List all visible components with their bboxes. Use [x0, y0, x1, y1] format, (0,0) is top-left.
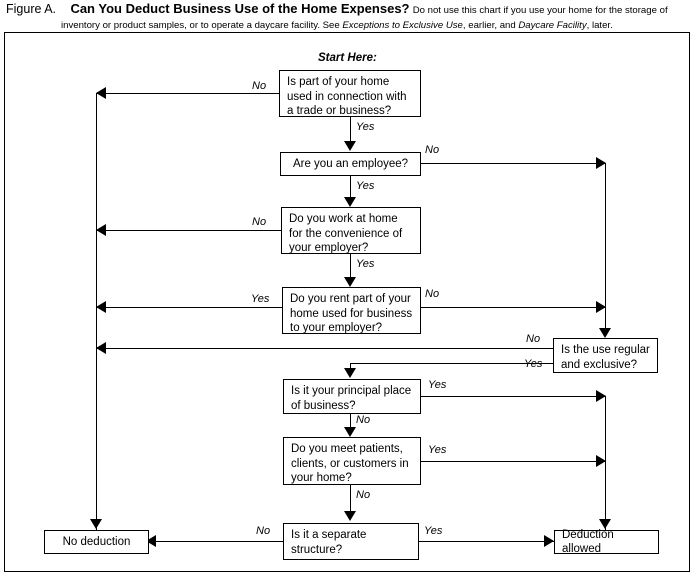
edge-q6-no-line [350, 414, 351, 428]
label-q6-no: No [356, 414, 371, 426]
node-q4-rent-part-of-home-to-employer[interactable]: Do you rent part of your home used for b… [282, 287, 421, 334]
edge-q4-no-to-right-spine [421, 307, 606, 308]
edge-q8-yes-to-deduction-allowed [419, 541, 554, 542]
edge-q4-yes-arrowhead [96, 301, 106, 313]
edge-q7-yes-arrowhead [596, 455, 606, 467]
label-q2-yes: Yes [356, 180, 375, 192]
figure-caption: Figure A. Can You Deduct Business Use of… [6, 2, 694, 32]
edge-q1-yes-arrowhead [344, 141, 356, 151]
edge-q1-no-arrowhead [96, 87, 106, 99]
edge-q6-yes-arrowhead [596, 390, 606, 402]
label-q1-yes: Yes [356, 121, 375, 133]
edge-q8-yes-arrowhead [544, 535, 554, 547]
edge-q3-yes-arrowhead [344, 277, 356, 287]
node-q5-regular-and-exclusive-use[interactable]: Is the use regular and exclusive? [553, 338, 658, 373]
node-q1-home-used-for-trade-business[interactable]: Is part of your home used in connection … [279, 70, 421, 117]
edge-q1-no-to-left-spine [96, 93, 279, 94]
edge-q4-yes-to-left-spine [96, 307, 282, 308]
note-ref-daycare: Daycare Facility [518, 19, 587, 31]
edge-q7-no-line [350, 485, 351, 512]
label-q1-no: No [252, 80, 267, 92]
edge-q5-no-arrowhead [96, 342, 106, 354]
label-q5-no: No [526, 333, 541, 345]
edge-q2-yes-line [350, 176, 351, 199]
edge-q8-no-to-no-deduction [149, 541, 283, 542]
label-q2-no: No [425, 144, 440, 156]
edge-q2-no-arrowhead [596, 157, 606, 169]
label-q6-yes: Yes [428, 379, 447, 391]
edge-q7-yes-to-right-spine [421, 461, 606, 462]
start-here-label: Start Here: [318, 52, 377, 64]
label-q3-no: No [252, 216, 267, 228]
label-q7-yes: Yes [428, 444, 447, 456]
edge-q2-yes-arrowhead [344, 197, 356, 207]
note-ref-exceptions: Exceptions to Exclusive Use [342, 19, 463, 31]
right-spine-lower-arrowhead-down [599, 519, 611, 529]
figure-note-line2: inventory or product samples, or to oper… [61, 19, 694, 33]
edge-q6-no-arrowhead [344, 427, 356, 437]
edge-q4-no-arrowhead [596, 301, 606, 313]
edge-q3-yes-line [350, 254, 351, 278]
note-text-c: , later. [586, 19, 613, 31]
node-outcome-deduction-allowed[interactable]: Deduction allowed [554, 529, 659, 555]
label-q4-yes: Yes [251, 293, 270, 305]
figure-label: Figure A. [6, 2, 57, 16]
node-q2-are-you-an-employee[interactable]: Are you an employee? [280, 152, 421, 176]
figure-note-line1: Do not use this chart if you use your ho… [412, 5, 668, 16]
edge-q5-yes-horizontal [350, 363, 553, 364]
chart-frame [4, 32, 690, 572]
edge-q3-no-arrowhead [96, 224, 106, 236]
edge-q5-yes-vertical [350, 363, 351, 369]
node-q8-separate-structure[interactable]: Is it a separate structure? [283, 523, 419, 560]
edge-q6-yes-to-right-spine [421, 396, 606, 397]
label-q5-yes: Yes [524, 358, 543, 370]
label-q8-yes: Yes [424, 525, 443, 537]
edge-q1-yes-line [350, 117, 351, 143]
label-q8-no: No [256, 525, 271, 537]
edge-q8-no-arrowhead [146, 535, 156, 547]
node-q3-work-at-home-convenience-employer[interactable]: Do you work at home for the convenience … [281, 207, 421, 254]
label-q7-no: No [356, 489, 371, 501]
node-q6-principal-place-of-business[interactable]: Is it your principal place of business? [283, 379, 421, 414]
figure-title: Can You Deduct Business Use of the Home … [70, 1, 410, 16]
left-spine-arrowhead-down [90, 519, 102, 529]
note-text-b: , earlier, and [462, 19, 519, 31]
edge-q3-no-to-left-spine [96, 230, 281, 231]
node-outcome-no-deduction[interactable]: No deduction [44, 530, 149, 554]
label-q3-yes: Yes [356, 258, 375, 270]
edge-q7-no-arrowhead [344, 511, 356, 521]
edge-q5-no-to-left-spine [96, 348, 553, 349]
right-spine-upper-arrowhead-down [599, 328, 611, 338]
note-text-a: inventory or product samples, or to oper… [61, 19, 343, 31]
label-q4-no: No [425, 288, 440, 300]
edge-q5-yes-arrowhead [344, 368, 356, 378]
edge-q2-no-to-right-spine [421, 163, 606, 164]
node-q7-meet-patients-clients-customers[interactable]: Do you meet patients, clients, or custom… [283, 437, 421, 485]
right-spine-upper-line [605, 163, 606, 329]
